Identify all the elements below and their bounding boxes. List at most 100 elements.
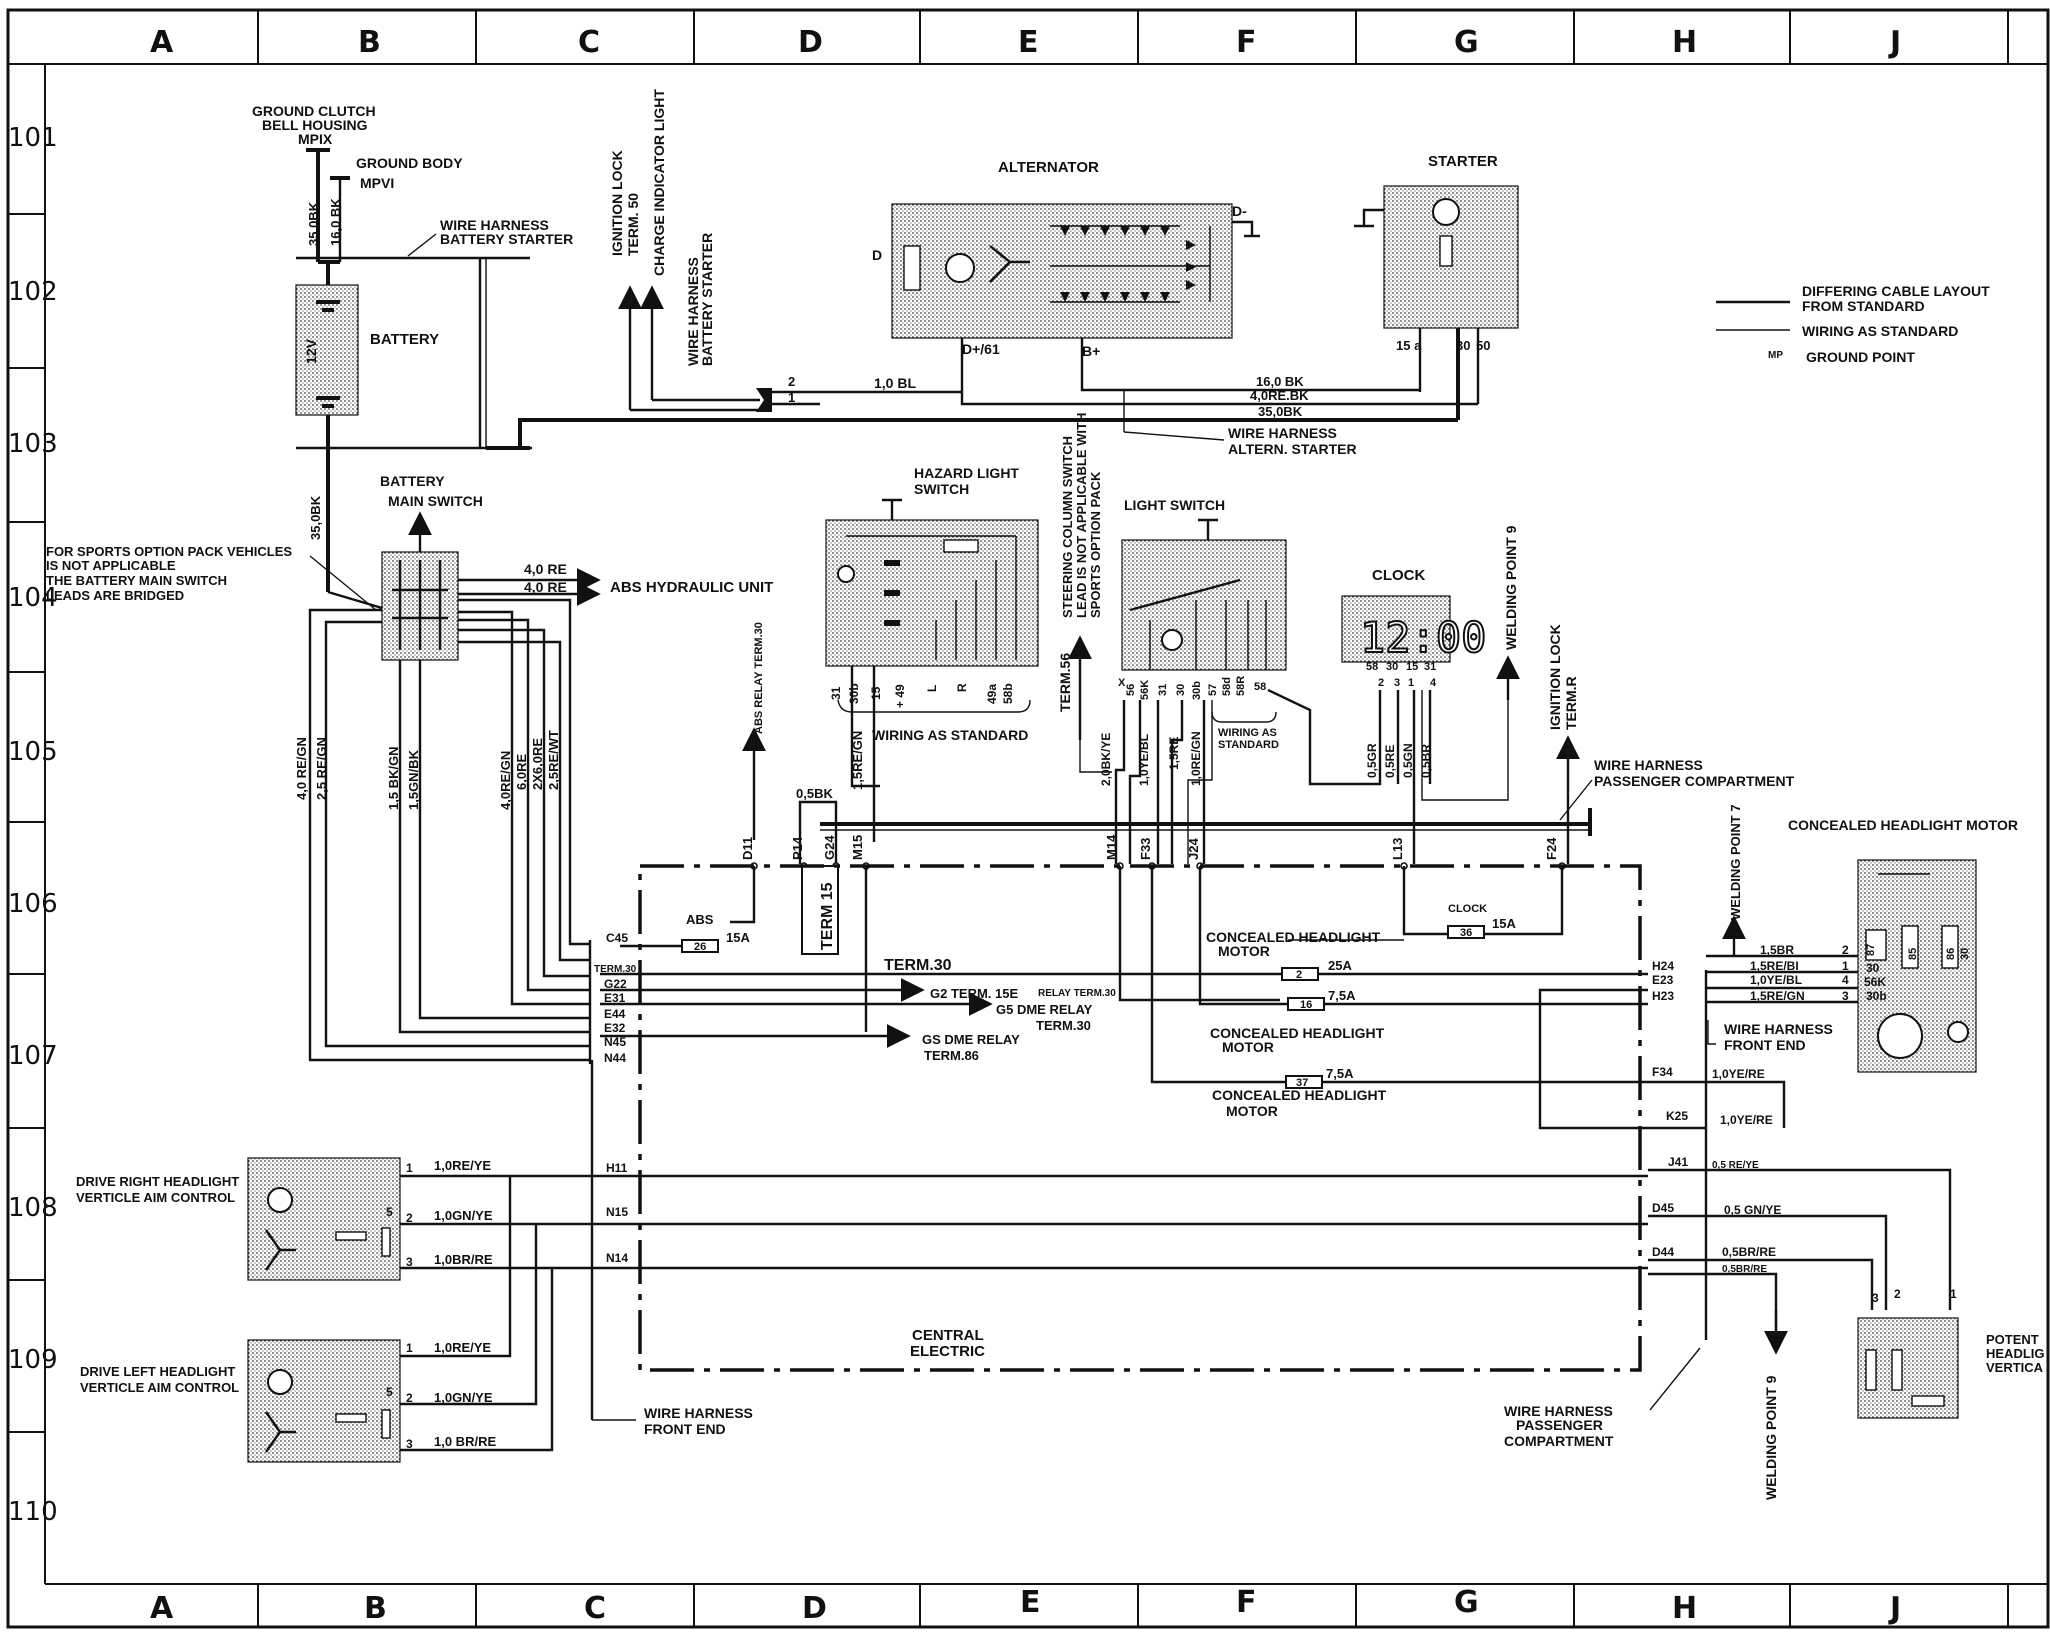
col-label: F (1236, 1585, 1257, 1620)
battery-body (295, 284, 359, 416)
ignition-section: IGNITION LOCK TERM. 50 CHARGE INDICATOR … (609, 89, 962, 412)
fuse-rating: 15A (726, 930, 750, 945)
fuses: ABS 26 15A CLOCK 36 15A 2 25A CONCEALED … (620, 903, 1516, 1119)
wire-label: 35,0BK (1258, 404, 1303, 419)
wire-label: 1,0RE/YE (434, 1340, 491, 1355)
connector-label: J24 (1186, 838, 1201, 860)
output-label: TERM.30 (1036, 1018, 1091, 1033)
hazard-switch: HAZARD LIGHT SWITCH 31 30b 15 + 49 L R 4… (742, 465, 1039, 864)
pin-label: X (1118, 677, 1126, 689)
wire-label: 1,0YE/RE (1712, 1067, 1765, 1081)
col-label: F (1236, 25, 1257, 60)
pin-label: 30 (1866, 961, 1880, 975)
column-labels-top: A B C D E F G H J (150, 25, 1901, 60)
pin-label: 15 (1406, 661, 1418, 673)
clock-label: CLOCK (1372, 567, 1425, 584)
headlight-potentiometer: 3 2 1 POTENT HEADLIG VERTICA (1857, 1287, 2045, 1419)
hazard-label: SWITCH (914, 481, 969, 497)
pin-label: 56 (1125, 684, 1137, 696)
central-electric-box (638, 864, 1642, 1372)
wire-label: 35,0BK (308, 495, 323, 540)
pin-label: 2 (1894, 1287, 1901, 1301)
pin-label: 57 (1207, 684, 1219, 696)
pin-label: + 49 (893, 684, 907, 708)
ground-clutch-label: MPIX (298, 131, 333, 147)
pin-label: R (955, 683, 969, 692)
harness-label: WIRE HARNESS (1504, 1403, 1613, 1419)
fuse-target-label: CONCEALED HEADLIGHT (1206, 929, 1381, 945)
ignition-r-label: IGNITION LOCK (1547, 624, 1563, 730)
ignition-label: IGNITION LOCK (609, 150, 625, 256)
harness-label: ALTERN. STARTER (1228, 441, 1357, 457)
fuse (1447, 925, 1485, 939)
pin-label: J41 (1668, 1155, 1688, 1169)
wire-label: 4,0RE.BK (1250, 388, 1309, 403)
output-label: TERM.86 (924, 1048, 979, 1063)
wire-label: 2,0BK/YE (1099, 733, 1113, 786)
alternator: ALTERNATOR D D- D+/61 B+ (872, 159, 1260, 392)
col-label: H (1672, 1591, 1697, 1626)
pin-label: 30b (847, 683, 861, 704)
col-label: J (1888, 25, 1901, 60)
motor-label: CONCEALED HEADLIGHT MOTOR (1788, 817, 2018, 833)
welding-point-label: WELDING POINT 9 (1503, 525, 1519, 650)
col-label: E (1018, 25, 1039, 60)
fuse-clock-label: CLOCK (1448, 903, 1487, 915)
abs-relay-label: ABS RELAY TERM.30 (753, 622, 765, 734)
fuse-rating: 7,5A (1328, 988, 1356, 1003)
col-label: G (1454, 1585, 1479, 1620)
right-aim-control: DRIVE RIGHT HEADLIGHT VERTICLE AIM CONTR… (76, 1157, 1648, 1281)
ground-section: GROUND CLUTCH BELL HOUSING MPIX GROUND B… (252, 103, 573, 448)
charge-light-label: CHARGE INDICATOR LIGHT (651, 89, 667, 276)
harness-label: WIRE HARNESS (1228, 425, 1337, 441)
harness-label: WIRE HARNESS (1724, 1021, 1833, 1037)
main-switch-note: IS NOT APPLICABLE (46, 558, 176, 573)
wire-label: 0,5GN (1401, 743, 1415, 778)
wire-label: 1,0GN/YE (434, 1208, 493, 1223)
aim-label: DRIVE LEFT HEADLIGHT (80, 1364, 235, 1379)
pin-label: D+/61 (962, 341, 1000, 357)
pin-label: 1 (1950, 1287, 1957, 1301)
pin-label: E44 (604, 1007, 626, 1021)
steering-note: LEAD IS NOT APPLICABLE WITH (1074, 413, 1089, 618)
hazard-label: HAZARD LIGHT (914, 465, 1019, 481)
harness-label: COMPARTMENT (1504, 1433, 1614, 1449)
central-outputs: TERM.30 G2 TERM. 15E RELAY TERM.30 G5 DM… (600, 957, 1648, 1130)
aim-label: DRIVE RIGHT HEADLIGHT (76, 1174, 239, 1189)
motor-icon (267, 1187, 293, 1213)
fuse-target-label: MOTOR (1218, 943, 1270, 959)
col-label: E (1020, 1585, 1041, 1620)
wiring-label: WIRING AS (1218, 727, 1277, 739)
legend-differing: DIFFERING CABLE LAYOUT (1802, 283, 1990, 299)
col-label: H (1672, 25, 1697, 60)
pot-label: VERTICA (1986, 1360, 2044, 1375)
row-label: 104 (8, 583, 58, 613)
col-label: D (802, 1591, 827, 1626)
wire-label: 1,5 BK/GN (386, 746, 401, 810)
main-switch-note: THE BATTERY MAIN SWITCH (46, 573, 227, 588)
pin-label: 56K (1864, 975, 1886, 989)
steering-note: STEERING COLUMN SWITCH (1060, 436, 1075, 618)
main-cables: 16,0 BK 4,0RE.BK 35,0BK WIRE HARNESS ALT… (518, 374, 1478, 457)
pin-label: 3 (1394, 677, 1400, 689)
legend-standard: WIRING AS STANDARD (1802, 323, 1958, 339)
frame (6, 8, 2050, 1629)
harness-label: WIRE HARNESS (1594, 757, 1703, 773)
battery-label: BATTERY (370, 331, 439, 348)
fuse-rating: 25A (1328, 958, 1352, 973)
column-labels-bottom: A B C D E F G H J (150, 1585, 1901, 1626)
wire-label: 1,5RE (1167, 737, 1181, 770)
row-label: 101 (8, 123, 58, 153)
pin-label: E32 (604, 1021, 626, 1035)
pin-label: H24 (1652, 959, 1674, 973)
row-label: 103 (8, 429, 58, 459)
wire-label: 1,5RE/BI (1750, 959, 1799, 973)
pin-label: D- (1232, 203, 1247, 219)
term15-label: TERM 15 (819, 882, 836, 950)
main-switch-note: FOR SPORTS OPTION PACK VEHICLES (46, 544, 292, 559)
wire-label: 4,0 RE (524, 561, 567, 577)
ground-body-label: MPVI (360, 175, 394, 191)
pin-label: 2 (406, 1391, 413, 1405)
ignition-label: TERM. 50 (625, 193, 641, 256)
wire-label: 1,0RE/GN (1189, 731, 1203, 786)
